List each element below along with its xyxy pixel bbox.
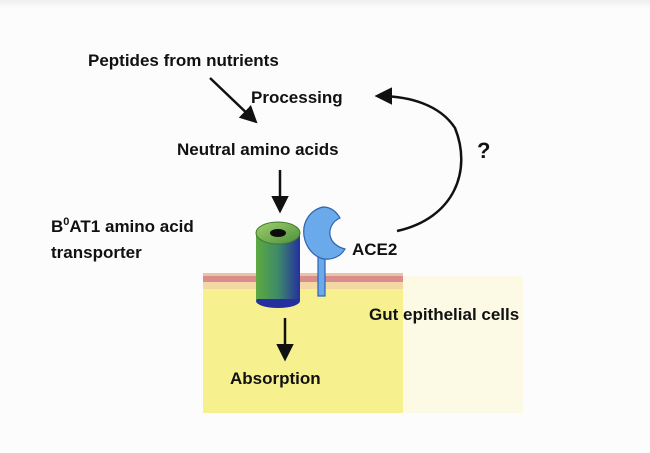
cytoplasm-fade <box>403 276 523 413</box>
gut-epithelial-cells-label: Gut epithelial cells <box>369 305 520 324</box>
membrane-top-layer <box>203 276 403 282</box>
transporter-label-superscript: 0 <box>63 216 70 228</box>
membrane-edge <box>203 273 403 276</box>
cylinder-channel-icon <box>255 221 301 308</box>
processing-label: Processing <box>251 88 343 107</box>
membrane-bottom-layer <box>203 282 403 289</box>
arrow-peptides-to-neutral <box>209 77 258 124</box>
transporter-label-line1: B0AT1 amino acid <box>51 216 194 239</box>
cytoplasm-region <box>203 288 403 413</box>
peptides-label: Peptides from nutrients <box>88 51 279 70</box>
transporter-label-b: B <box>51 217 64 236</box>
curved-arrow-ace2-to-processing <box>374 87 463 233</box>
question-mark: ? <box>477 138 491 163</box>
absorption-label: Absorption <box>230 369 321 388</box>
transporter-label-rest: AT1 amino acid <box>69 217 194 236</box>
ace2-receptor-icon <box>303 206 346 297</box>
ace2-label: ACE2 <box>352 240 398 259</box>
neutral-amino-acids-label: Neutral amino acids <box>177 140 339 159</box>
transporter-label-line2: transporter <box>51 243 142 262</box>
